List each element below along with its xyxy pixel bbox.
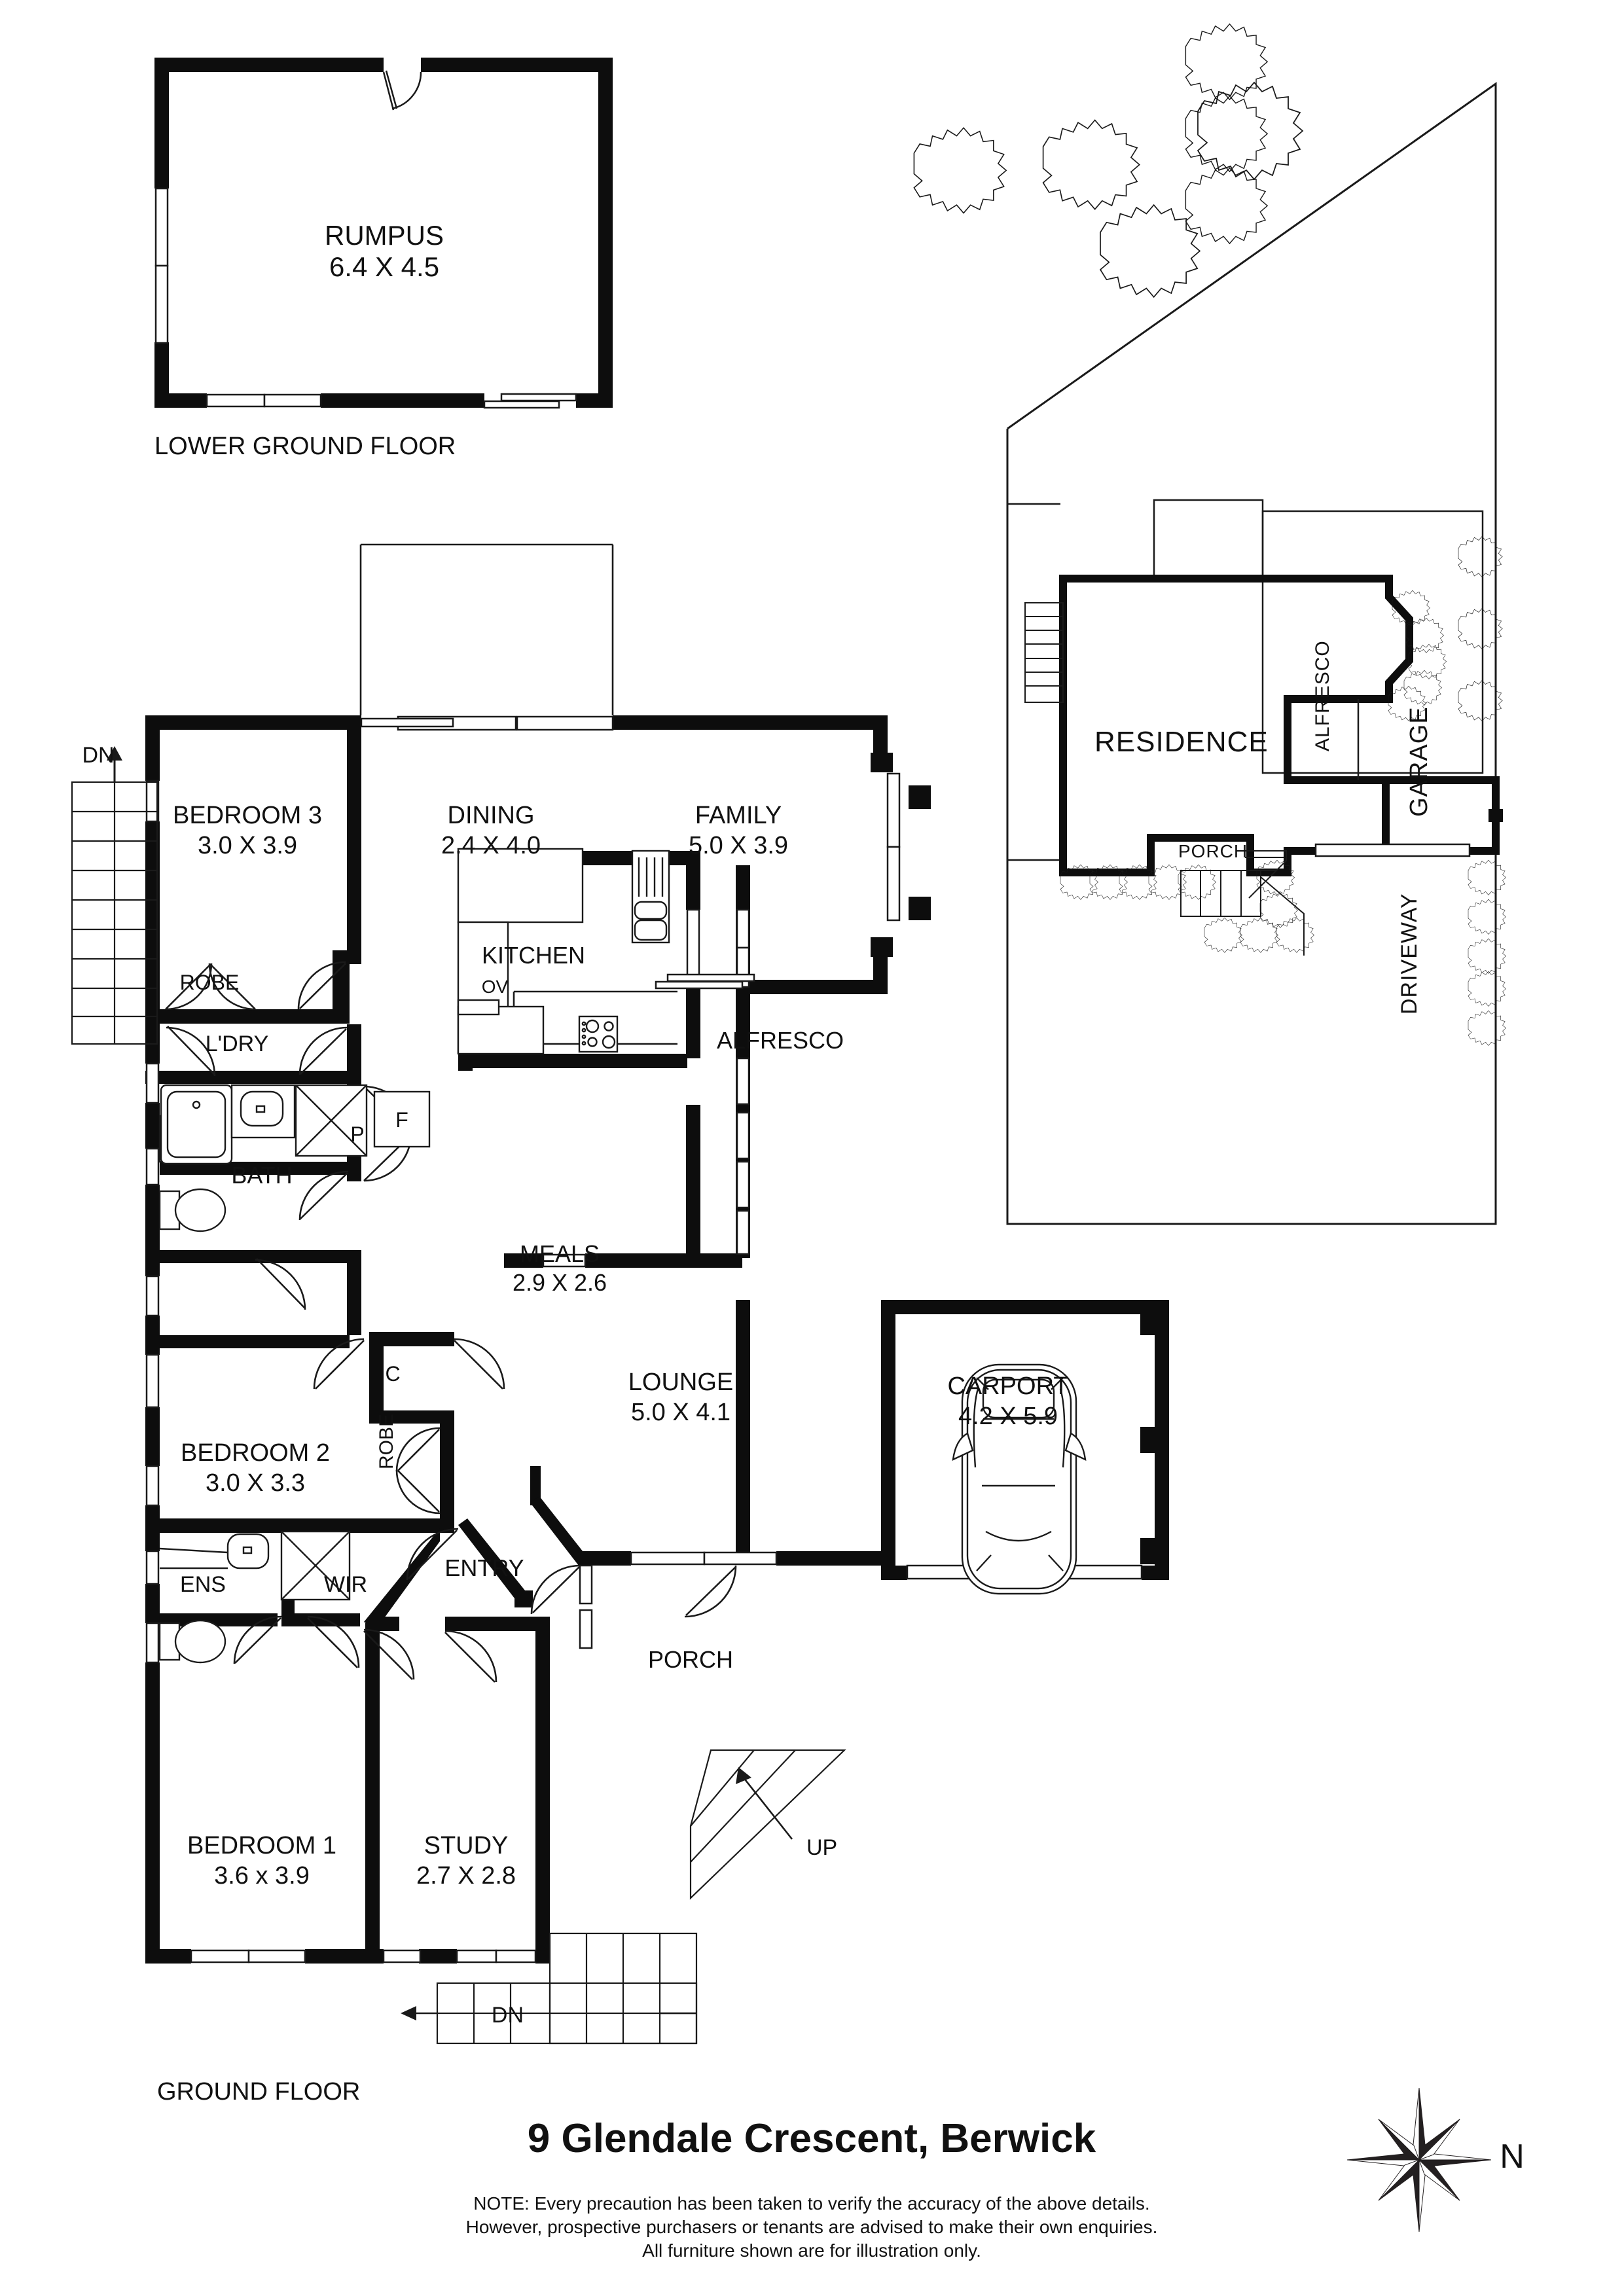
space-label-porch: PORCH (648, 1646, 733, 1673)
lower-ground-floor-label: LOWER GROUND FLOOR (154, 433, 456, 460)
room-label-dining: DINING (448, 802, 535, 829)
space-label-robe-bed3: ROBE (180, 971, 240, 994)
lower-ground-floor-plan: RUMPUS 6.4 X 4.5 LOWER GROUND FLOOR (154, 58, 613, 460)
ground-sliding-doors (360, 715, 755, 990)
compass-rose-icon (1346, 2087, 1492, 2233)
site-roof-outlines (1007, 499, 1484, 861)
room-dims-lounge: 5.0 X 4.1 (631, 1399, 731, 1426)
room-dims-meals: 2.9 X 2.6 (513, 1269, 607, 1296)
bath-toilet (158, 1188, 226, 1232)
room-dims-bedroom1: 3.6 x 3.9 (214, 1862, 310, 1890)
disclaimer-line-3: All furniture shown are for illustration… (642, 2240, 981, 2261)
ground-porch-steps (689, 1749, 846, 1900)
site-front-steps (1180, 870, 1305, 956)
kitchen-sink-icon (631, 850, 670, 944)
label-oven: OV (482, 977, 509, 997)
space-label-wir: WIR (324, 1572, 367, 1597)
compass-north-label: N (1500, 2138, 1525, 2176)
ens-toilet (158, 1619, 226, 1664)
site-label-porch: PORCH (1178, 841, 1248, 861)
lower-ground-left-windows (154, 187, 169, 344)
stair-marker-up: UP (806, 1835, 837, 1860)
lower-ground-walls (154, 58, 613, 408)
room-label-study: STUDY (424, 1832, 509, 1859)
site-trees-top (913, 23, 1304, 298)
kitchen-benches (457, 848, 584, 1055)
lower-ground-door-swing (382, 70, 422, 111)
ground-floor-label: GROUND FLOOR (157, 2078, 360, 2106)
ground-stairs-left (71, 746, 158, 1045)
lower-ground-sliding-door (483, 393, 577, 409)
room-label-bedroom1: BEDROOM 1 (187, 1832, 336, 1859)
room-label-bedroom2: BEDROOM 2 (181, 1439, 330, 1467)
room-label-family: FAMILY (695, 802, 782, 829)
site-label-driveway: DRIVEWAY (1397, 893, 1422, 1014)
site-label-garage: GARAGE (1405, 706, 1433, 817)
space-label-ens: ENS (180, 1572, 226, 1597)
page-title: 9 Glendale Crescent, Berwick (528, 2116, 1096, 2161)
room-dims-carport: 4.2 X 5.9 (958, 1403, 1058, 1430)
site-shrubs (1060, 536, 1507, 1046)
room-label-lounge: LOUNGE (628, 1369, 733, 1396)
space-label-ldry: L'DRY (206, 1031, 269, 1056)
bath-shower (295, 1084, 368, 1157)
room-label-rumpus: RUMPUS (325, 220, 444, 251)
ground-floor-plan: DN UP DN (71, 543, 1169, 2106)
ens-vanity (159, 1533, 270, 1570)
cooktop-icon (578, 1015, 619, 1053)
site-left-stairs (1024, 602, 1064, 703)
stair-marker-dn-bottom: DN (492, 2003, 524, 2028)
room-label-carport: CARPORT (947, 1372, 1068, 1400)
room-dims-study: 2.7 X 2.8 (416, 1862, 516, 1890)
bathtub (160, 1084, 233, 1165)
space-label-bath: BATH (231, 1162, 292, 1189)
ground-bottom-steps (401, 1932, 698, 2045)
room-dims-family: 5.0 X 3.9 (689, 832, 788, 859)
oven-icon (457, 999, 500, 1016)
room-dims-rumpus: 6.4 X 4.5 (329, 251, 439, 282)
stair-marker-dn-top: DN (82, 743, 114, 768)
disclaimer-line-2: However, prospective purchasers or tenan… (466, 2217, 1158, 2237)
site-label-residence: RESIDENCE (1094, 726, 1269, 758)
site-plan: RESIDENCE ALFRESCO GARAGE PORCH DRIVEWAY (913, 23, 1507, 1225)
space-label-entry: ENTRY (444, 1554, 524, 1581)
site-boundary (1006, 82, 1497, 1225)
bath-vanity (230, 1084, 296, 1139)
room-dims-bedroom2: 3.0 X 3.3 (206, 1469, 305, 1497)
label-fridge: F (395, 1108, 408, 1132)
space-label-robe-bed2: ROBE (376, 1414, 397, 1469)
site-label-alfresco: ALFRESCO (1312, 640, 1333, 751)
space-label-alfresco: ALFRESCO (717, 1027, 844, 1054)
car-illustration (952, 1363, 1087, 1595)
room-dims-dining: 2.4 X 4.0 (441, 832, 541, 859)
room-label-meals: MEALS (520, 1240, 600, 1267)
label-pantry: P (350, 1122, 364, 1146)
lower-ground-bottom-windows (206, 393, 322, 408)
ens-shower (280, 1530, 351, 1601)
room-dims-bedroom3: 3.0 X 3.9 (198, 832, 297, 859)
space-label-kitchen: KITCHEN (482, 942, 585, 969)
disclaimer-line-1: NOTE: Every precaution has been taken to… (473, 2193, 1149, 2214)
label-cupboard: C (385, 1362, 400, 1386)
site-garage-door (1314, 843, 1471, 857)
fridge-box (373, 1090, 431, 1148)
room-label-bedroom3: BEDROOM 3 (173, 802, 322, 829)
